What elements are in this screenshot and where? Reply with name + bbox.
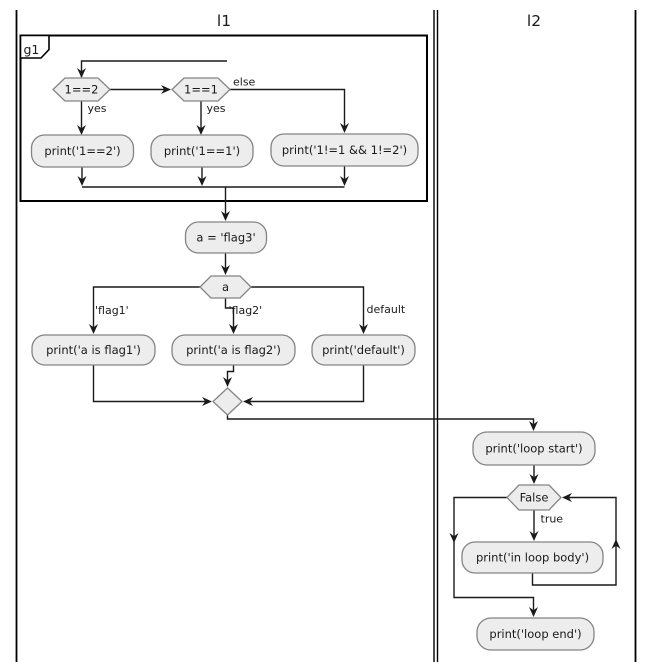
group-g1-frame	[19, 34, 428, 202]
lane-title-l1: l1	[217, 12, 231, 30]
arrowhead	[202, 397, 212, 406]
group-g1-tab	[19, 34, 50, 59]
process-label: print('default')	[322, 343, 405, 357]
merge-shape	[212, 387, 243, 416]
arrowhead	[243, 397, 253, 406]
edge-merge-g1	[77, 166, 349, 221]
arrowhead	[89, 324, 98, 334]
edge-label-flag1: 'flag1'	[95, 304, 129, 317]
process-print-eq1: print('1==1')	[150, 134, 254, 168]
decision-label: a	[222, 280, 229, 294]
decision-cond1: 1==2	[52, 77, 111, 102]
arrowhead	[77, 68, 86, 78]
process-shape	[30, 134, 135, 168]
arrowhead	[197, 176, 207, 186]
edge-label-flag2: 'flag2'	[229, 304, 263, 317]
arrowhead	[196, 125, 206, 135]
edge-cond-true: true	[529, 510, 564, 541]
process-shape	[476, 617, 595, 651]
process-shape	[31, 334, 156, 366]
arrowhead	[562, 493, 572, 502]
process-label: print('1!=1 && 1!=2')	[282, 143, 407, 157]
process-label: print('1==2')	[44, 144, 120, 158]
edge-cond1-yes: yes	[77, 101, 107, 135]
decision-shape	[506, 484, 562, 511]
process-shape	[184, 221, 268, 254]
edge-label-default: default	[367, 303, 406, 316]
decision-shape	[171, 77, 231, 102]
process-print-eq2: print('1==2')	[30, 134, 135, 168]
arrowhead	[221, 211, 230, 221]
process-shape	[150, 134, 254, 168]
process-label: print('loop end')	[489, 627, 581, 641]
group-g1-label: g1	[24, 42, 40, 57]
arrowhead	[221, 265, 230, 275]
arrowhead	[529, 474, 539, 484]
decision-label: 1==1	[184, 83, 218, 97]
edge-assign-switch	[221, 253, 230, 275]
process-shape	[270, 133, 419, 167]
edge-loopstart-cond	[529, 465, 539, 484]
process-label: print('loop start')	[485, 442, 582, 456]
process-print-flag2: print('a is flag2')	[171, 334, 296, 366]
process-label: print('in loop body')	[476, 551, 589, 565]
arrowhead	[229, 324, 238, 334]
process-assign-flag3: a = 'flag3'	[184, 221, 268, 254]
edge-default-merge	[243, 365, 365, 406]
process-label: print('a is flag1')	[46, 343, 141, 357]
arrowhead	[77, 125, 86, 135]
decision-label: False	[520, 491, 549, 505]
process-loop-end: print('loop end')	[476, 617, 595, 651]
group-g1: g1	[19, 34, 428, 202]
process-loop-body: print('in loop body')	[461, 541, 604, 574]
edge-cond1-cond2	[110, 85, 171, 94]
process-label: a = 'flag3'	[196, 231, 255, 245]
arrowhead	[161, 85, 171, 94]
edge-label-yes-2: yes	[207, 102, 226, 115]
edge-label-else: else	[233, 76, 256, 89]
edge-case-flag1: 'flag1'	[89, 286, 200, 334]
edge-entry	[77, 60, 227, 78]
process-shape	[472, 431, 596, 466]
process-label: print('a is flag2')	[186, 343, 281, 357]
decision-shape	[199, 275, 252, 299]
edge-case-flag2: 'flag2'	[224, 298, 263, 334]
merge-diamond	[212, 387, 243, 416]
arrowhead	[223, 377, 232, 387]
process-print-flag1: print('a is flag1')	[31, 334, 156, 366]
edge-flag2-merge	[223, 365, 235, 387]
edge-label-true: true	[541, 513, 564, 526]
edge-cond2-yes: yes	[196, 101, 226, 135]
process-print-default: print('default')	[311, 334, 416, 366]
edge-label-yes-1: yes	[88, 102, 107, 115]
process-shape	[171, 334, 296, 366]
edge-merge-loopstart	[226, 415, 538, 431]
edge-case-default: default	[251, 286, 406, 334]
process-loop-start: print('loop start')	[472, 431, 596, 466]
edge-flag1-merge	[92, 365, 212, 406]
process-label: print('1==1')	[164, 144, 240, 158]
edge-cond-false	[449, 496, 538, 617]
arrowhead	[340, 176, 349, 186]
process-shape	[311, 334, 416, 366]
arrowhead	[611, 539, 621, 549]
arrowhead	[449, 533, 459, 543]
decision-label: 1==2	[65, 83, 99, 97]
arrowhead	[77, 176, 87, 186]
process-print-neq: print('1!=1 && 1!=2')	[270, 133, 419, 167]
edge-cond2-else: else	[230, 76, 349, 133]
decision-switch-a: a	[199, 275, 252, 299]
arrowhead	[340, 123, 349, 133]
decision-shape	[52, 77, 111, 102]
arrowhead	[529, 607, 538, 617]
lane-title-l2: l2	[527, 12, 541, 30]
arrowhead	[529, 421, 538, 431]
edge-loopback	[531, 493, 621, 586]
process-shape	[461, 541, 604, 574]
arrowhead	[529, 531, 539, 541]
decision-cond2: 1==1	[171, 77, 231, 102]
decision-loop-cond: False	[506, 484, 562, 511]
arrowhead	[359, 324, 368, 334]
